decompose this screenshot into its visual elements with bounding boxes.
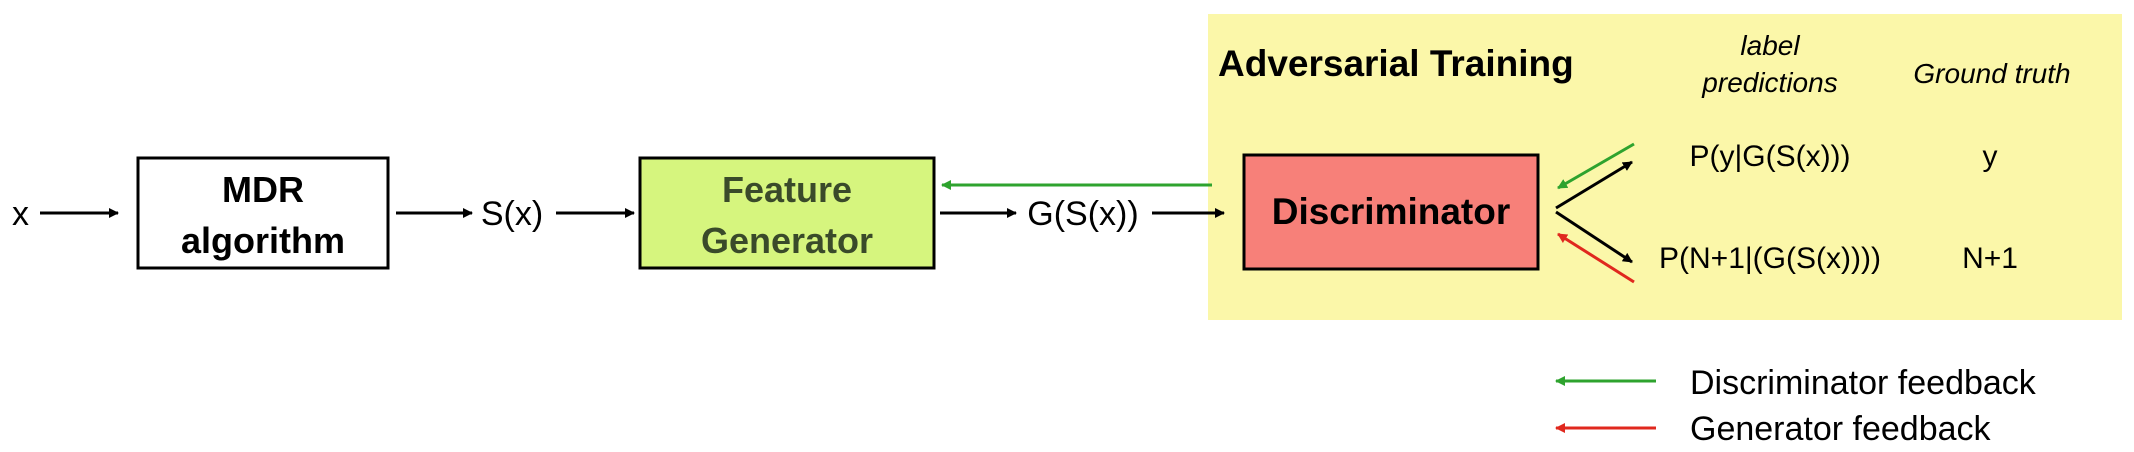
feature-box-label-line2: Generator [701, 220, 873, 261]
discriminator-box [1242, 153, 1540, 271]
feature-box-label-line1: Feature [722, 169, 852, 210]
prediction-n1: P(N+1|(G(S(x)))) [1659, 242, 1881, 275]
discriminator-feedback-arrow-output [1557, 142, 1635, 190]
sx-label: S(x) [481, 195, 543, 233]
gsx-label: G(S(x)) [1027, 195, 1138, 233]
column-header-predictions-line2: predictions [1701, 67, 1837, 98]
panel-title: Adversarial Training [1218, 43, 1574, 84]
column-header-predictions-line1: label [1740, 30, 1800, 61]
ground-truth-y: y [1983, 140, 1998, 173]
mdr-box-label-line1: MDR [222, 169, 304, 210]
mdr-box-label-line2: algorithm [181, 220, 345, 261]
legend: Discriminator feedback Generator feedbac… [1555, 364, 2037, 448]
generator-feedback-arrow-output [1557, 232, 1635, 284]
mdr-algorithm-box [136, 156, 390, 270]
feature-generator-box [638, 156, 936, 270]
legend-label-discriminator: Discriminator feedback [1690, 364, 2037, 402]
arrow-to-prediction-n1 [1555, 210, 1633, 264]
arrow-to-prediction-y [1555, 160, 1633, 210]
discriminator-box-label: Discriminator [1272, 191, 1511, 232]
input-label: x [12, 195, 29, 233]
legend-label-generator: Generator feedback [1690, 410, 1992, 448]
column-header-ground-truth: Ground truth [1913, 58, 2070, 89]
ground-truth-n1: N+1 [1962, 242, 2018, 275]
prediction-y: P(y|G(S(x))) [1689, 140, 1850, 173]
